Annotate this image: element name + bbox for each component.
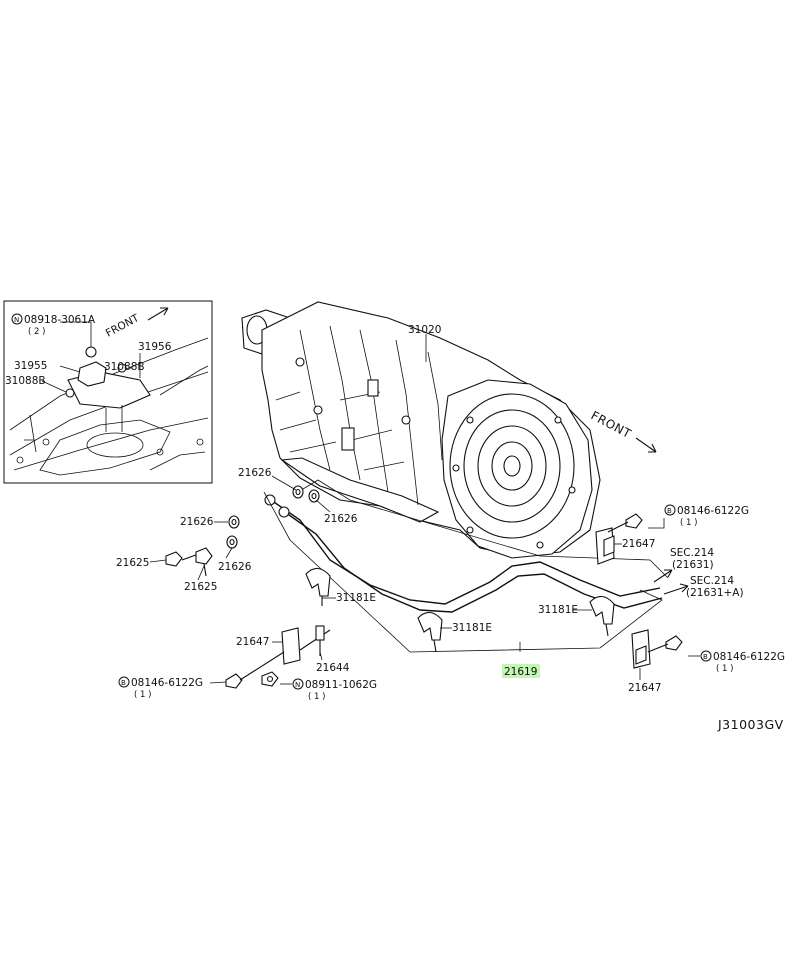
label-nut-bottom: 08911-1062G: [305, 679, 377, 691]
label-21647-bottom: 21647: [628, 682, 661, 694]
fasteners: [225, 513, 683, 689]
inset-frame: [3, 300, 213, 484]
svg-text:N: N: [295, 681, 300, 689]
label-31955: 31955: [14, 360, 47, 372]
label-31088b-right: 31088B: [104, 361, 145, 373]
label-21626-top: 21626: [238, 467, 272, 479]
label-21644: 21644: [316, 662, 350, 674]
label-bolt-bottom-left: 08146-6122G: [131, 677, 203, 689]
label-sec-a-ref: (21631): [672, 559, 714, 571]
inset-front-arrow: FRONT: [104, 307, 169, 340]
label-sec-b: SEC.214: [690, 575, 734, 587]
svg-text:( 1 ): ( 1 ): [308, 692, 325, 702]
label-bolt-bottom-right: 08146-6122G: [713, 651, 785, 663]
inset-panel: FRONT N 08918-3061A ( 2 ) 31955 31956 31…: [3, 300, 213, 484]
svg-text:( 1 ): ( 1 ): [680, 518, 697, 528]
inset-floor-hole: [86, 432, 144, 458]
label-21626-low: 21626: [218, 561, 252, 573]
clamps: [305, 567, 615, 653]
label-21647-left: 21647: [236, 636, 269, 648]
inset-nut-code: 08918-3061A: [24, 314, 96, 326]
sec-arrow-b: [663, 583, 689, 595]
transmission-assembly: [241, 301, 601, 559]
washers: [226, 485, 320, 549]
svg-text:B: B: [121, 679, 126, 687]
sec-arrow-a: [653, 569, 673, 583]
label-31020: 31020: [408, 324, 441, 336]
tube-lower: [281, 509, 663, 613]
label-21626-mid: 21626: [324, 513, 358, 525]
label-31181e-left: 31181E: [336, 592, 376, 604]
eye-bolts: [165, 547, 213, 577]
label-bolt-top-right: 08146-6122G: [677, 505, 749, 517]
label-31181e-right: 31181E: [538, 604, 578, 616]
svg-text:FRONT: FRONT: [589, 408, 634, 441]
bolt-prefix-icon: [118, 676, 130, 688]
svg-text:FRONT: FRONT: [104, 312, 142, 340]
svg-text:N: N: [14, 316, 19, 324]
oil-cooler-tubes: [263, 479, 669, 653]
nut-prefix-icon: [292, 678, 304, 690]
label-21625-left: 21625: [116, 557, 149, 569]
svg-text:B: B: [667, 507, 672, 515]
bracket-bottom-left: [281, 627, 301, 665]
inset-nut: [85, 346, 97, 358]
label-21626-left: 21626: [180, 516, 214, 528]
inset-insulator: [77, 361, 107, 387]
svg-text:( 1 ): ( 1 ): [134, 690, 151, 700]
tube-upper: [267, 497, 661, 605]
svg-text:B: B: [703, 653, 708, 661]
label-31181e-mid: 31181E: [452, 622, 492, 634]
bolt-prefix-icon: [700, 650, 712, 662]
label-sec-a: SEC.214: [670, 547, 714, 559]
leader-lines: [149, 334, 700, 685]
part-labels: 31020 21626 21626 21626 21626 21625 2162…: [116, 324, 785, 732]
tube-label-highlight: [502, 664, 540, 678]
inset-nut-qty: ( 2 ): [28, 327, 45, 337]
front-arrow: FRONT: [589, 408, 657, 453]
label-sec-b-ref: (21631+A): [686, 587, 744, 599]
inset-nut-prefix-icon: [11, 313, 23, 325]
bolt-prefix-icon: [664, 504, 676, 516]
label-21619: 21619: [504, 666, 537, 678]
label-31956: 31956: [138, 341, 172, 353]
svg-text:( 1 ): ( 1 ): [716, 664, 733, 674]
oil-pan: [280, 457, 440, 523]
diagram-code: J31003GV: [717, 717, 784, 732]
brackets: [281, 527, 651, 669]
stud-21644: [299, 625, 331, 656]
label-31088b-left: 31088B: [5, 375, 46, 387]
torque-converter: [449, 393, 575, 539]
label-21647-top: 21647: [622, 538, 655, 550]
label-21625-low: 21625: [184, 581, 217, 593]
